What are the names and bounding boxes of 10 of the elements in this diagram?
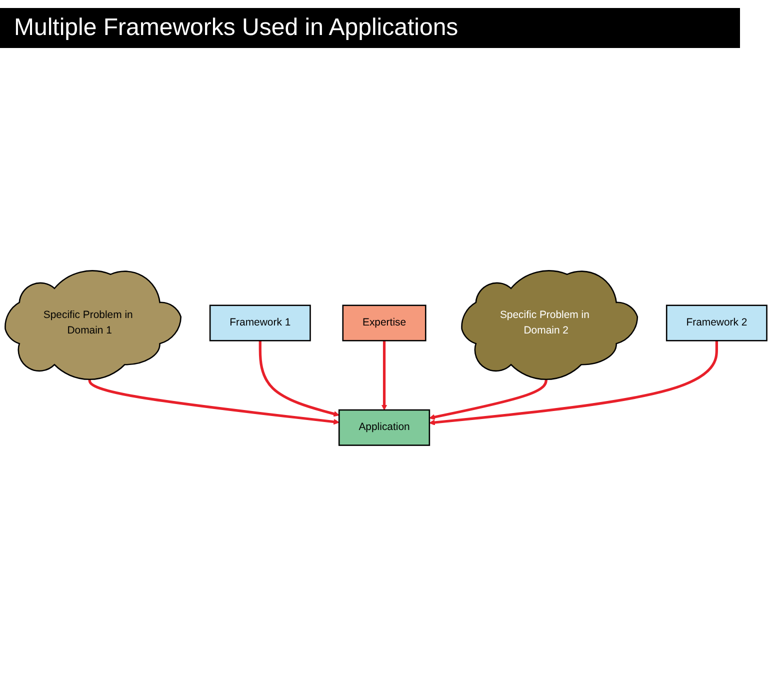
arrow — [429, 340, 718, 426]
arrow — [88, 377, 340, 425]
node-box: Application — [338, 409, 430, 446]
node-box: Expertise — [342, 304, 426, 342]
node-box: Framework 2 — [666, 304, 768, 342]
arrow — [258, 340, 340, 417]
title-bar: Multiple Frameworks Used in Applications — [0, 8, 740, 48]
arrow — [381, 340, 388, 410]
arrow — [429, 377, 548, 420]
node-box: Framework 1 — [209, 304, 311, 342]
